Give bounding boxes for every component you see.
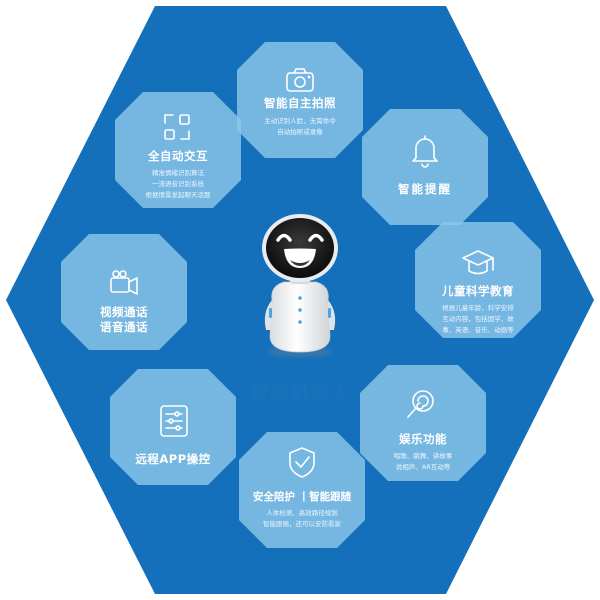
feature-interaction: 全自动交互 精准情绪识别算法 一流语音识别系统 根据情景发起聊天话题 — [115, 149, 241, 201]
feature-video-title-line1: 视频通话 — [100, 305, 148, 319]
feature-entertainment-title: 娱乐功能 — [399, 432, 447, 446]
panel-photo — [237, 42, 363, 158]
bell-icon — [412, 135, 438, 168]
feature-interaction-title: 全自动交互 — [148, 149, 208, 163]
feature-remote-title: 远程APP操控 — [135, 452, 211, 466]
feature-interaction-desc: 精准情绪识别算法 一流语音识别系统 根据情景发起聊天话题 — [145, 169, 211, 199]
panel-interaction — [115, 92, 241, 208]
feature-reminder: 智能提醒 — [362, 182, 488, 197]
lollipop-icon — [407, 390, 434, 418]
feature-security-desc: 人体检测、高效路径规划 智能跟随，还可以安防看家 — [263, 509, 341, 528]
shield-check-icon — [289, 447, 315, 478]
feature-photo: 智能自主拍照 主动识别人脸，无需命令 自动拍照或录像 — [237, 96, 363, 138]
feature-photo-title: 智能自主拍照 — [264, 96, 336, 110]
panel-security — [239, 432, 365, 548]
feature-remote: 远程APP操控 — [110, 452, 236, 467]
feature-education-desc: 根据儿童年龄，科学安排 互动内容，包括国学、故 事、英语、音乐、动画等 — [442, 304, 514, 334]
feature-video-title-line2: 语音通话 — [100, 320, 148, 334]
sliders-icon — [160, 405, 188, 437]
feature-security-title: 安全陪护 丨智能跟随 — [252, 491, 352, 503]
feature-education-title: 儿童科学教育 — [442, 284, 514, 298]
panel-remote — [110, 369, 236, 485]
feature-video: 视频通话 语音通话 — [61, 305, 187, 335]
panel-education — [415, 222, 541, 338]
video-camera-icon — [110, 270, 138, 295]
robot-illustration — [262, 214, 338, 357]
feature-photo-desc: 主动识别人脸，无需命令 自动拍照或录像 — [264, 117, 336, 136]
apps-icon — [164, 114, 190, 140]
feature-security: 安全陪护 丨智能跟随 人体检测、高效路径规划 智能跟随，还可以安防看家 — [239, 490, 365, 530]
feature-reminder-title: 智能提醒 — [398, 182, 452, 196]
graduation-cap-icon — [462, 250, 494, 275]
camera-icon — [286, 68, 314, 92]
feature-entertainment: 娱乐功能 唱歌、跳舞、讲故事 说相声、AR互动等 — [360, 432, 486, 473]
feature-panels — [61, 42, 541, 548]
panel-entertainment — [360, 365, 486, 481]
center-title: 智能机器人 — [249, 382, 350, 404]
feature-entertainment-desc: 唱歌、跳舞、讲故事 说相声、AR互动等 — [393, 452, 453, 471]
feature-education: 儿童科学教育 根据儿童年龄，科学安排 互动内容，包括国学、故 事、英语、音乐、动… — [415, 284, 541, 336]
